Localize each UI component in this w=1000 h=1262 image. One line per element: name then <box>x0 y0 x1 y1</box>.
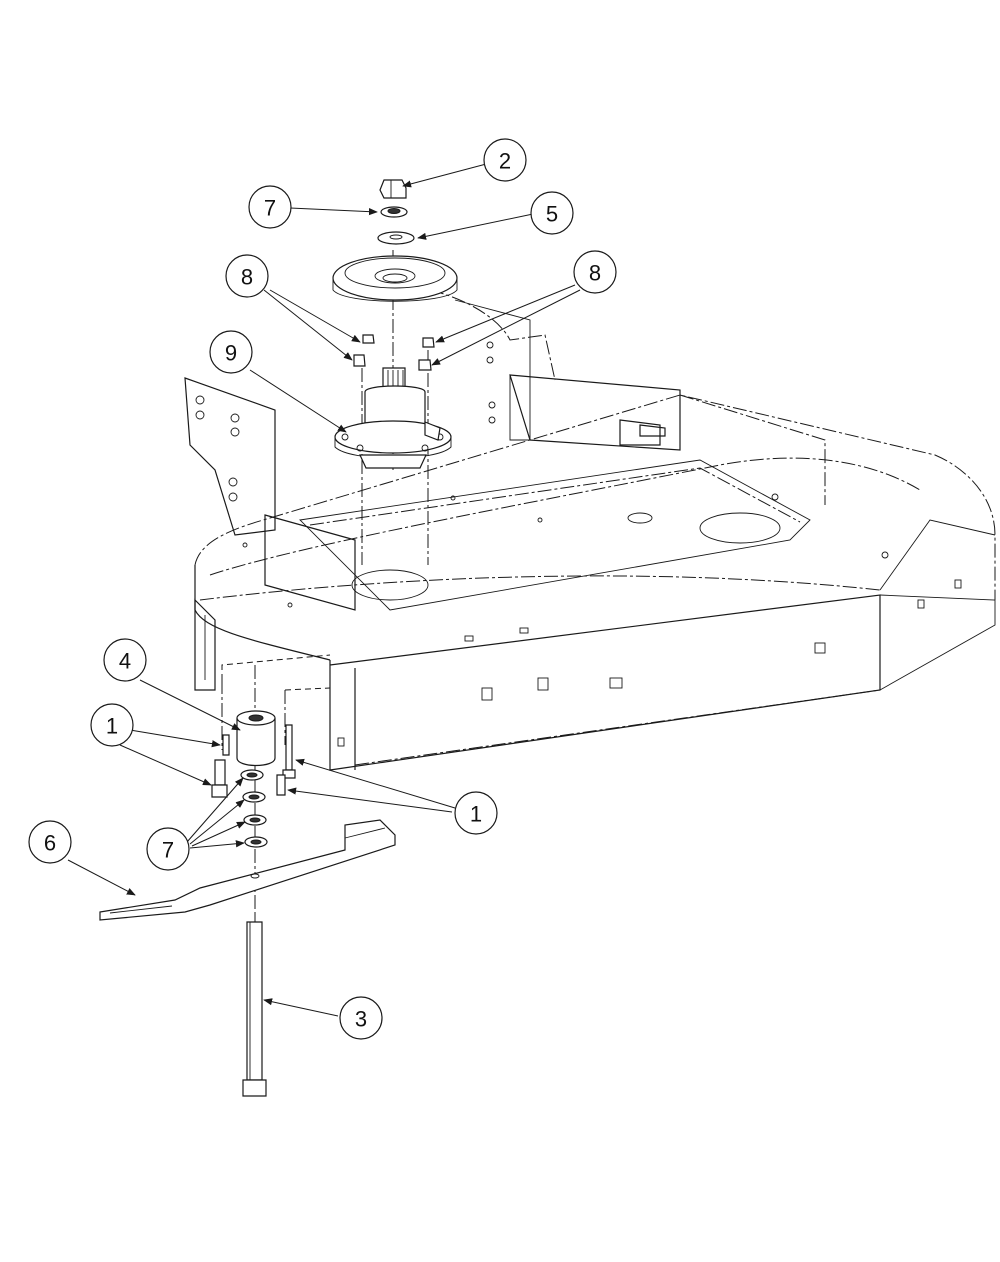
svg-text:1: 1 <box>470 802 482 827</box>
svg-text:5: 5 <box>546 202 558 227</box>
svg-text:4: 4 <box>119 649 131 674</box>
mower-deck-housing <box>184 289 996 771</box>
callout-8-right: 8 <box>573 250 617 294</box>
callout-6: 6 <box>28 820 72 864</box>
blade-bolts <box>211 724 296 798</box>
svg-text:8: 8 <box>589 261 601 286</box>
svg-text:8: 8 <box>241 265 253 290</box>
blade-bolt-long <box>242 921 267 1097</box>
spindle-housing <box>334 367 452 469</box>
spindle-nut <box>379 179 407 199</box>
callout-7-blade-washers: 7 <box>146 827 190 871</box>
leader-lines <box>67 162 581 1017</box>
mower-blade <box>99 819 396 921</box>
center-lines <box>221 250 429 925</box>
svg-text:9: 9 <box>225 341 237 366</box>
callout-4: 4 <box>103 638 147 682</box>
callout-2: 2 <box>483 138 527 182</box>
svg-text:3: 3 <box>355 1007 367 1032</box>
callout-3: 3 <box>339 996 383 1040</box>
callout-8-left: 8 <box>225 254 269 298</box>
svg-text:7: 7 <box>162 838 174 863</box>
pulley-flat-washer <box>377 231 415 245</box>
svg-text:7: 7 <box>264 196 276 221</box>
callout-7-washer: 7 <box>248 185 292 229</box>
spindle-lock-washer <box>380 206 408 218</box>
spacer-bushing <box>236 710 276 767</box>
svg-text:2: 2 <box>499 149 511 174</box>
pulley <box>332 255 458 302</box>
blade-washers <box>240 769 268 848</box>
spindle-flange-nuts <box>353 334 435 371</box>
svg-text:6: 6 <box>44 831 56 856</box>
callout-5: 5 <box>530 191 574 235</box>
callout-1-right: 1 <box>454 791 498 835</box>
callout-1-left: 1 <box>90 703 134 747</box>
svg-text:1: 1 <box>106 714 118 739</box>
callout-9: 9 <box>209 330 253 374</box>
